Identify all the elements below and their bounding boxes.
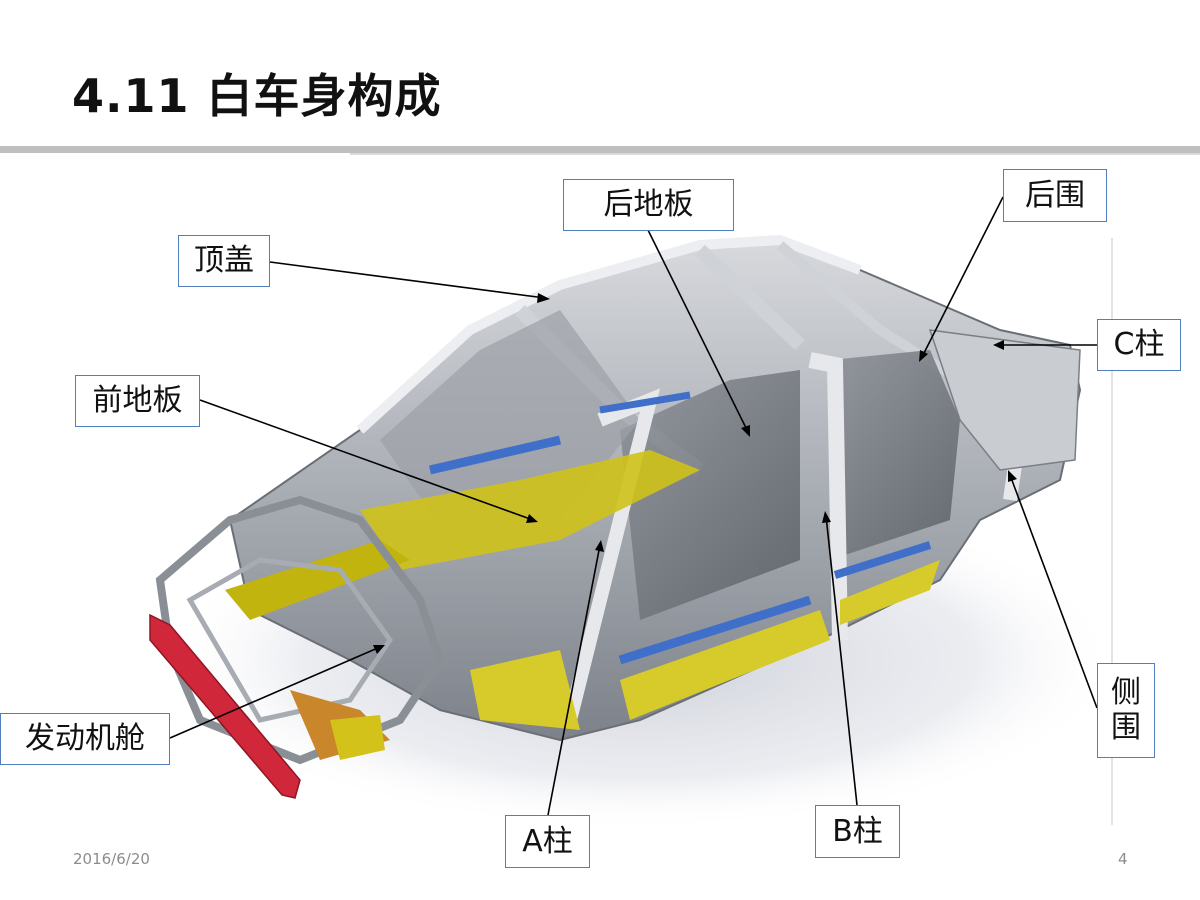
arrow-roof <box>269 261 546 299</box>
label-engine-bay: 发动机舱 <box>0 713 170 765</box>
label-side-panel: 侧 围 <box>1097 663 1155 758</box>
arrow-side-panel <box>1009 474 1098 709</box>
arrow-engine-bay <box>169 646 381 739</box>
arrow-rear-floor <box>647 229 749 433</box>
arrow-rear-panel <box>921 196 1004 358</box>
engine-bay-frame <box>155 495 445 765</box>
title-divider <box>0 146 1200 153</box>
page-number: 4 <box>1118 850 1128 868</box>
title-divider-shadow <box>350 153 1200 155</box>
label-front-floor: 前地板 <box>75 375 200 427</box>
label-side-panel-line2: 围 <box>1111 709 1141 745</box>
arrow-a-pillar <box>547 544 601 816</box>
label-rear-floor: 后地板 <box>563 179 734 231</box>
front-bumper-beam <box>149 613 301 799</box>
label-roof: 顶盖 <box>178 235 270 287</box>
label-b-pillar: B柱 <box>815 805 900 858</box>
label-side-panel-line1: 侧 <box>1111 675 1141 710</box>
callout-arrows <box>169 196 1098 816</box>
arrow-b-pillar <box>825 515 858 806</box>
page-title: 4.11 白车身构成 <box>72 69 442 123</box>
side-impact-beams <box>428 391 932 665</box>
floor-members <box>225 450 940 730</box>
label-c-pillar: C柱 <box>1097 319 1181 371</box>
label-rear-panel: 后围 <box>1003 169 1107 222</box>
arrow-front-floor <box>199 399 534 521</box>
label-a-pillar: A柱 <box>505 815 590 868</box>
footer-date: 2016/6/20 <box>73 850 150 868</box>
